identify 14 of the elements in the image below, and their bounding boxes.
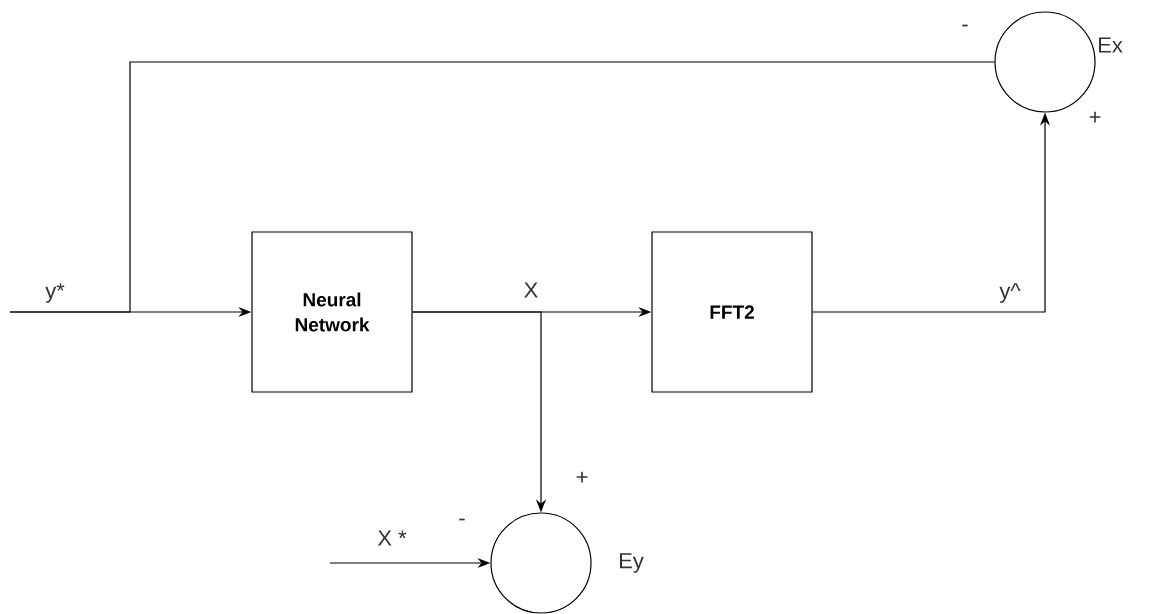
sign-label: - — [962, 24, 968, 27]
node-label: Ey — [619, 553, 644, 573]
edge-label: X — [522, 281, 540, 299]
edge-label: X * — [376, 529, 408, 547]
sign-label: + — [1089, 111, 1101, 123]
process-box: FFT2 — [651, 231, 813, 393]
summing-junction-circle — [994, 11, 1096, 113]
summing-junction-circle — [490, 512, 592, 614]
edge-label: y* — [44, 282, 66, 304]
process-box: Neural Network — [251, 231, 413, 393]
node-label: Ex — [1099, 37, 1123, 53]
sign-label: - — [459, 518, 465, 521]
edge-label: y^ — [998, 282, 1022, 304]
sign-label: + — [576, 471, 588, 483]
